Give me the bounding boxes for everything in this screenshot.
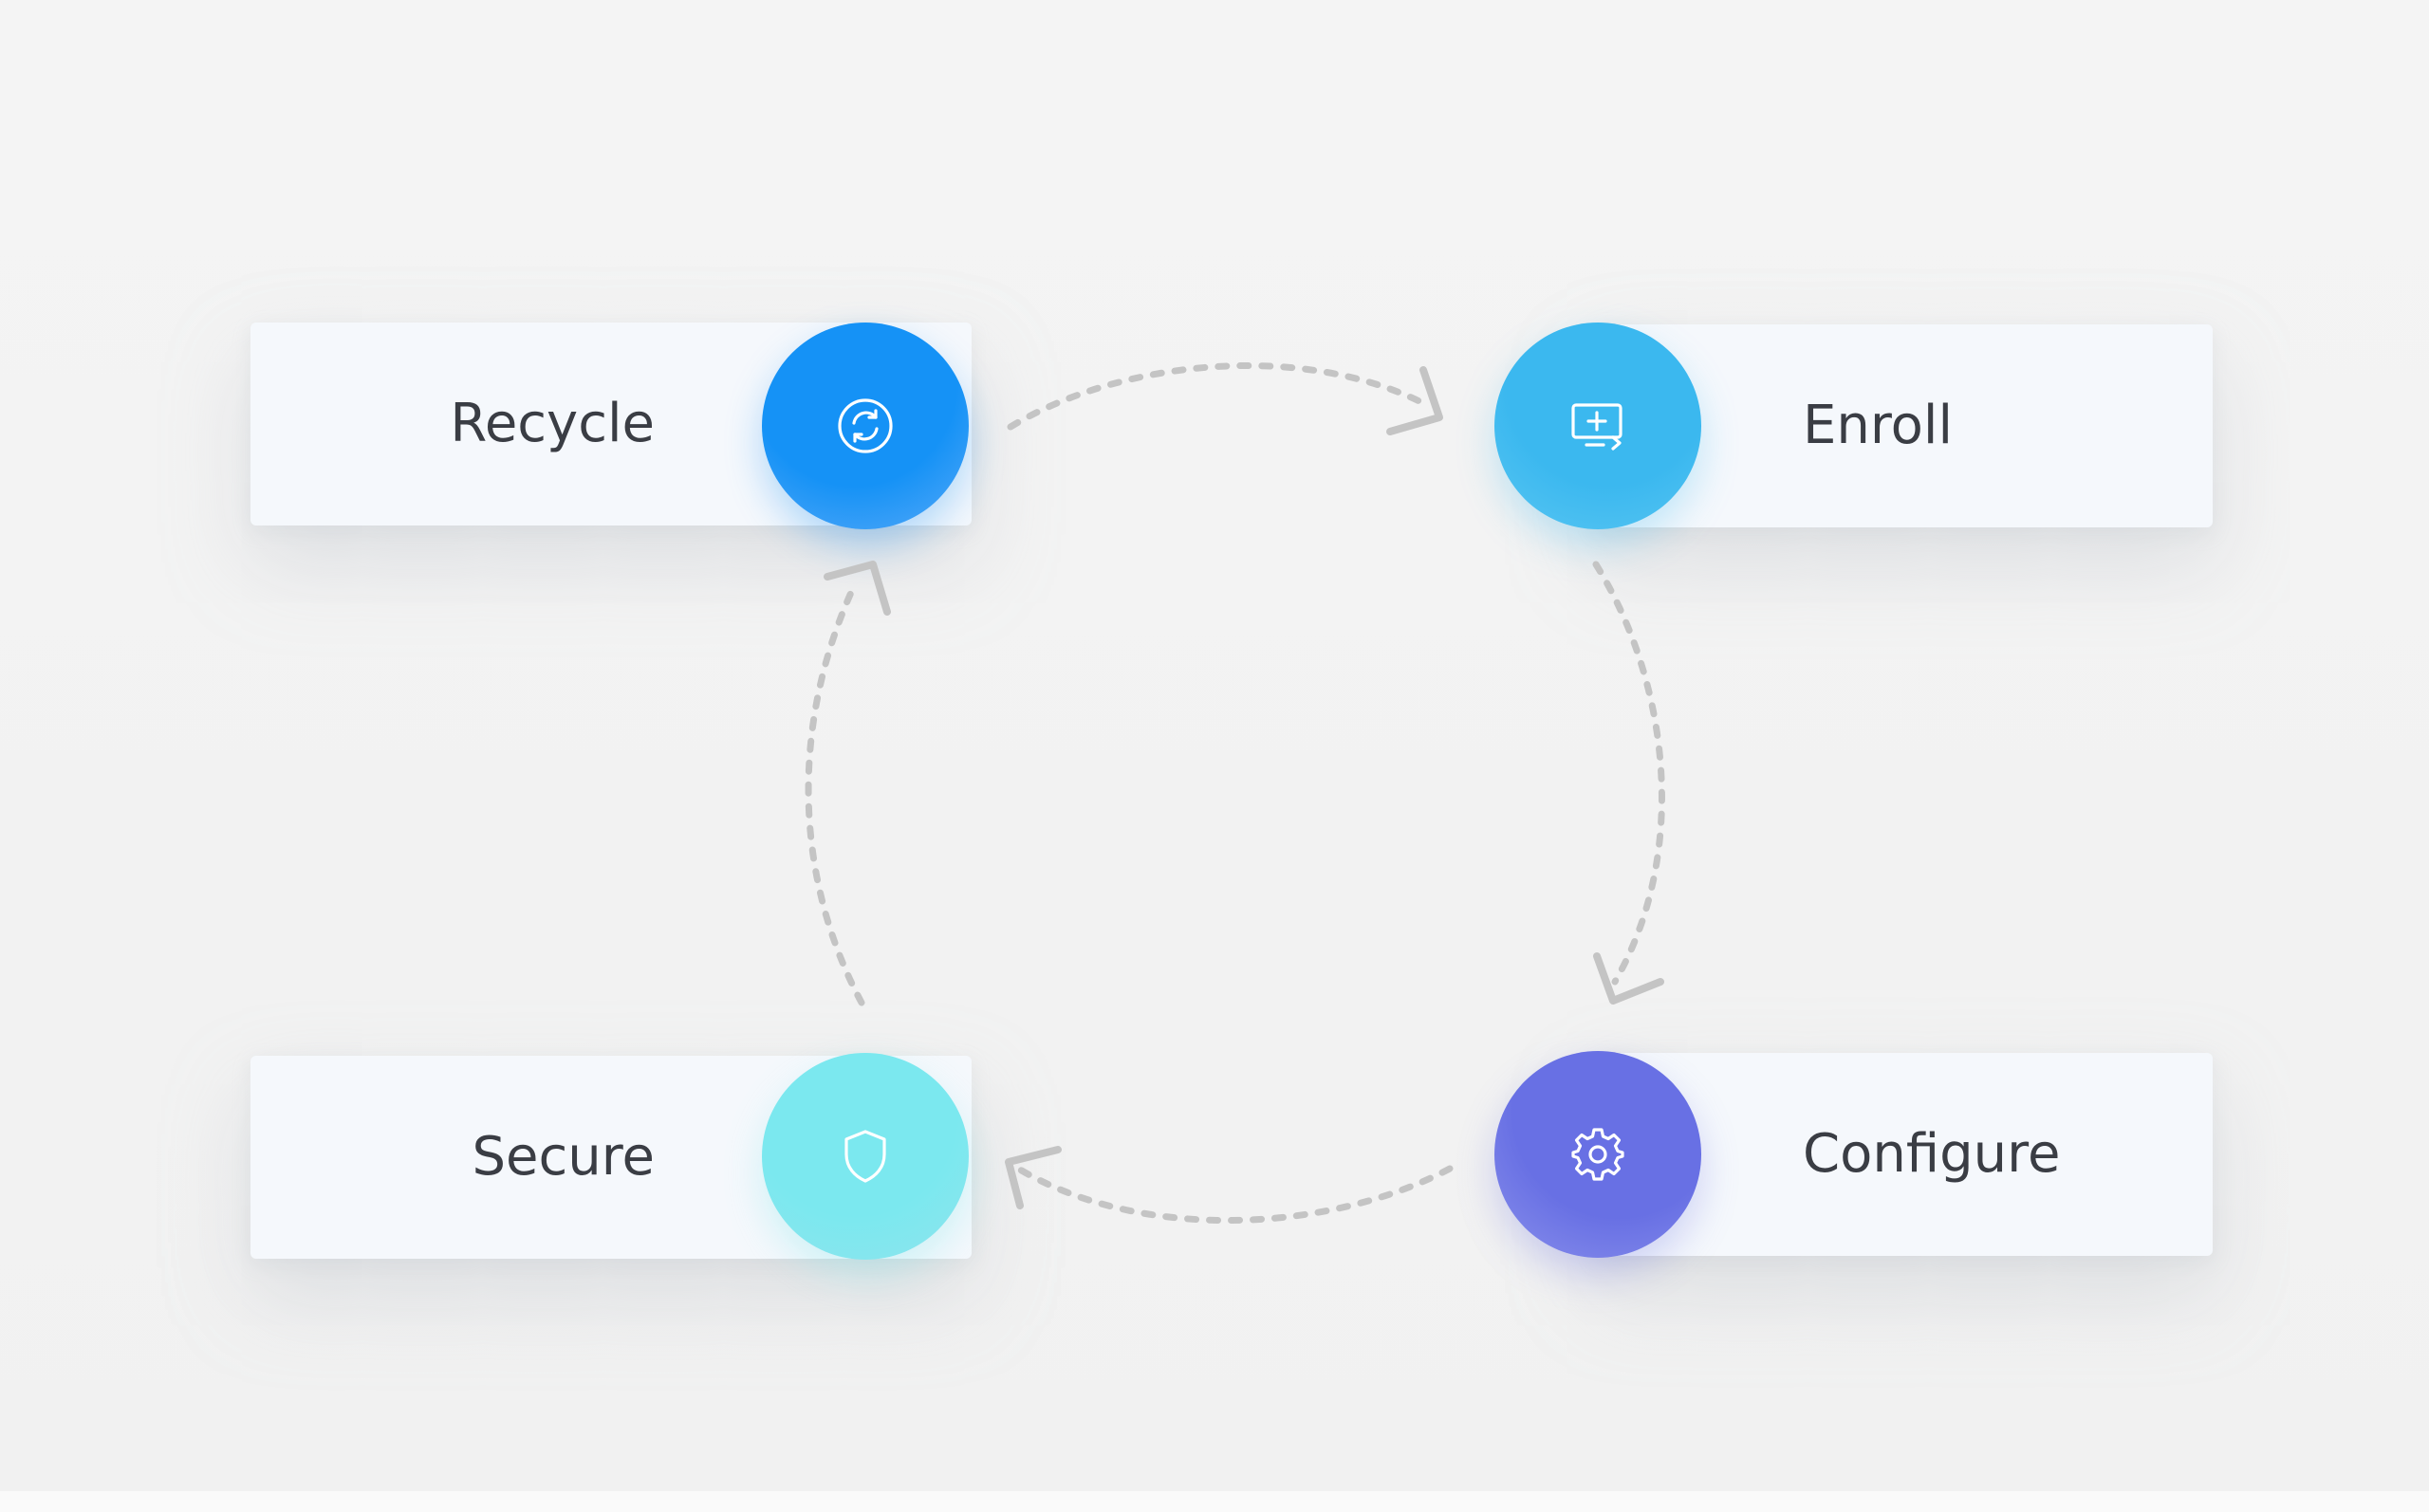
gear-icon [1571, 1128, 1624, 1181]
step-node-enroll [1494, 323, 1701, 529]
step-label-secure: Secure [472, 1126, 655, 1188]
arrow-secure-to-recycle [805, 582, 865, 1006]
step-label-configure: Configure [1803, 1123, 2061, 1185]
step-node-secure [762, 1053, 969, 1260]
arrowhead-recycle [824, 561, 891, 616]
arrowhead-secure [1005, 1146, 1062, 1209]
step-node-recycle [762, 323, 969, 529]
refresh-icon [838, 398, 893, 453]
step-label-enroll: Enroll [1803, 395, 1954, 456]
arrow-configure-to-secure [1011, 1163, 1454, 1225]
arrow-enroll-to-configure [1592, 561, 1665, 986]
shield-icon [844, 1130, 886, 1183]
bottom-strip [0, 1491, 2429, 1512]
monitor-add-icon [1571, 403, 1622, 451]
step-node-configure [1494, 1051, 1701, 1258]
arrow-recycle-to-enroll [1007, 362, 1427, 431]
arrowhead-configure [1593, 952, 1664, 1005]
step-label-recycle: Recycle [450, 393, 655, 454]
arrowhead-enroll [1386, 366, 1443, 435]
